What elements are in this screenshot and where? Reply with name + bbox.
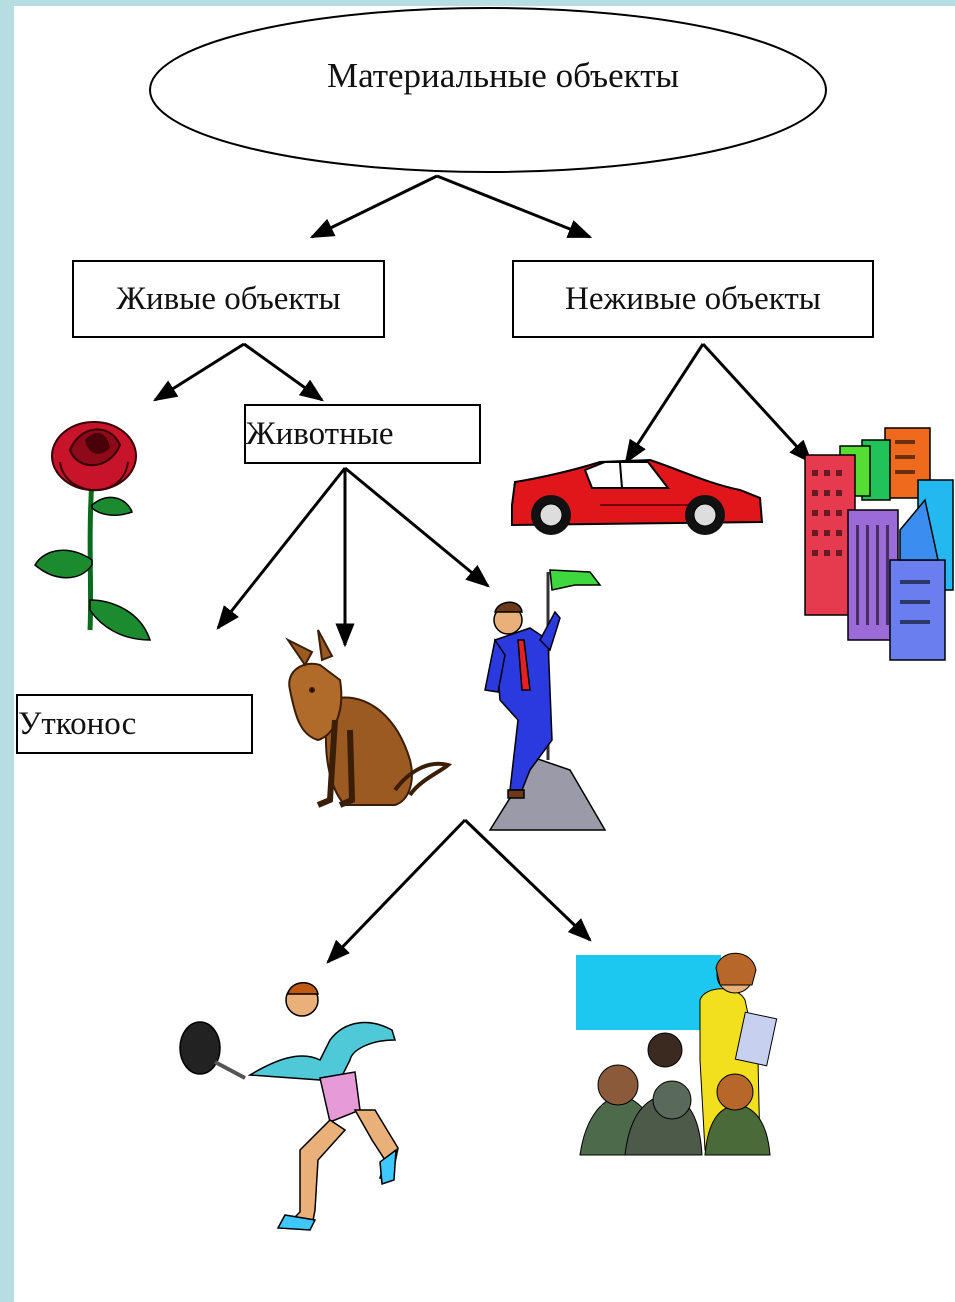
arrow-human-teacher: [463, 818, 592, 942]
car-icon: [511, 458, 764, 535]
arrow-living-animals: [243, 342, 324, 402]
arrow-root-nonliving: [436, 174, 593, 239]
rose-icon: [34, 421, 152, 641]
arrow-nonliving-buildings: [701, 342, 813, 464]
root-label: Материальные объекты: [326, 56, 680, 95]
diagram-graphics: [34, 7, 954, 1231]
tennis-player-icon: [179, 982, 399, 1231]
arrow-animals-human: [344, 466, 490, 588]
diagram-canvas: Материальные объекты Живые объекты Нежив…: [14, 6, 955, 1302]
arrow-human-tennis: [326, 818, 467, 964]
living-objects-box: Живые объекты: [72, 260, 385, 338]
arrow-nonliving-car: [624, 343, 705, 465]
teacher-class-icon: [576, 952, 778, 1156]
nonliving-objects-label: Неживые объекты: [565, 280, 821, 317]
arrow-root-living: [309, 174, 438, 239]
nonliving-objects-box: Неживые объекты: [512, 260, 874, 338]
root-ellipse: [149, 7, 827, 173]
arrow-living-rose: [152, 342, 245, 402]
businessman-icon: [484, 569, 607, 831]
buildings-icon: [804, 427, 954, 661]
living-objects-label: Живые объекты: [116, 280, 341, 317]
donkey-icon: [285, 629, 453, 808]
arrow-animals-platypus: [216, 467, 347, 630]
animals-label: Животные: [246, 415, 394, 452]
platypus-box: Утконос: [16, 694, 253, 754]
animals-box: Животные: [244, 404, 481, 464]
connector-arrows: [152, 174, 813, 964]
platypus-label: Утконос: [18, 705, 137, 742]
